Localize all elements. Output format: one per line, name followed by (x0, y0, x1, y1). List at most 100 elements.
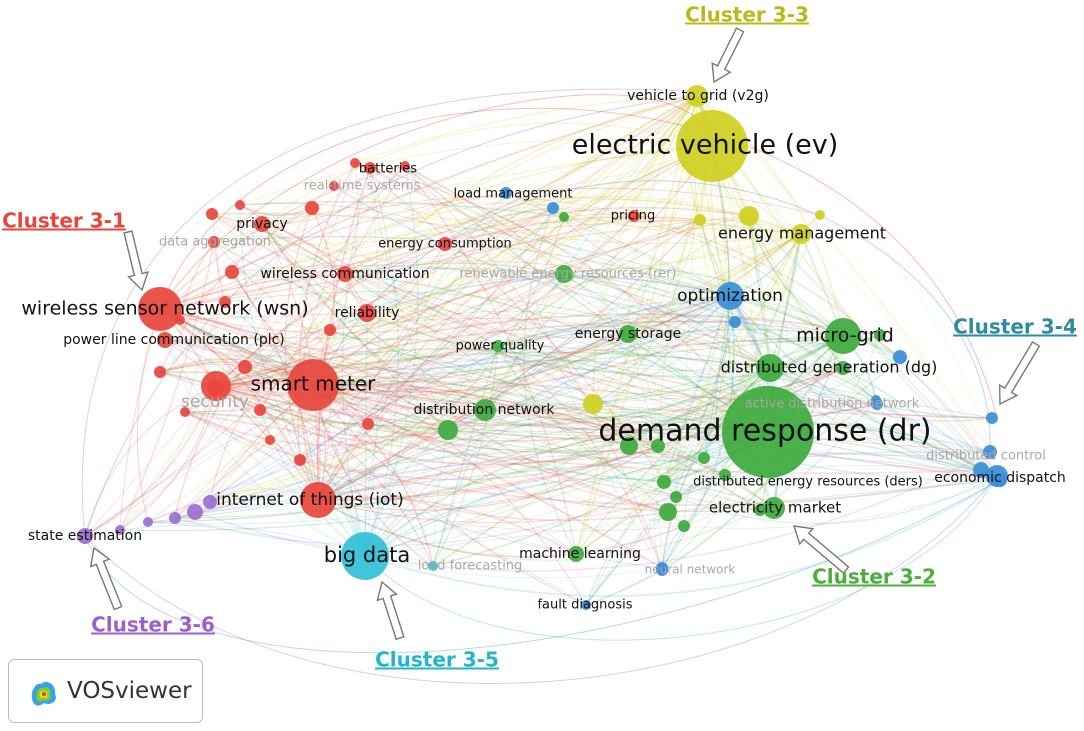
network-edge (575, 233, 802, 555)
network-edge (239, 139, 713, 206)
network-edge (333, 185, 736, 323)
network-edge (364, 431, 769, 557)
network-edge (159, 207, 554, 310)
network-edge (261, 165, 406, 225)
network-edge (769, 367, 998, 477)
network-edge (184, 411, 982, 474)
label-electricity-market: electricity market (709, 499, 841, 517)
network-edge (259, 359, 982, 471)
network-edge (364, 431, 769, 557)
network-edge (179, 185, 335, 321)
network-edge (675, 321, 736, 498)
network-edge (364, 427, 769, 557)
network-edge (312, 219, 701, 386)
network-edge (119, 241, 215, 531)
network-edge (711, 145, 878, 405)
network-node (694, 214, 706, 226)
network-edge (447, 389, 878, 431)
network-edge (179, 319, 771, 407)
network-edge (215, 310, 771, 387)
network-edge (84, 329, 331, 537)
network-edge (194, 233, 802, 513)
node-energy-consumption (438, 237, 452, 251)
node-wireless-communication (337, 266, 353, 282)
network-edge (209, 95, 698, 503)
network-edge (715, 321, 736, 476)
network-edge (667, 321, 736, 513)
network-edge (432, 95, 698, 567)
network-edge (215, 385, 434, 567)
network-edge (432, 345, 499, 567)
network-edge (585, 214, 821, 606)
cluster-arrow-icon (998, 340, 1041, 406)
network-edge (194, 451, 991, 572)
network-edge (259, 95, 698, 411)
network-edge (312, 145, 713, 386)
network-edge (159, 215, 750, 310)
network-edge (484, 409, 775, 509)
network-edge (159, 308, 630, 447)
network-edge (484, 219, 701, 411)
label-pricing: pricing (611, 209, 655, 224)
label-renewable-energy-resources-rer: renewable energy resources (rer) (460, 267, 677, 282)
network-node (559, 212, 569, 222)
network-edge (329, 329, 769, 433)
network-edge (432, 345, 499, 567)
network-edge (174, 273, 565, 519)
node-electric-vehicle-ev (676, 110, 748, 182)
network-edge (119, 431, 769, 532)
label-data-aggregation: data aggregation (159, 235, 271, 250)
cluster-label-cluster-3-1: Cluster 3-1 (2, 209, 126, 233)
network-edge (299, 95, 698, 461)
network-edge (261, 223, 321, 501)
network-node (235, 200, 245, 210)
network-edge (633, 215, 998, 477)
network-edge (209, 95, 698, 503)
network-edge (299, 321, 736, 461)
network-edge (215, 145, 713, 387)
network-edge (209, 329, 331, 503)
network-edge (174, 366, 246, 519)
network-edge (239, 204, 366, 557)
network-edge (592, 145, 713, 405)
network-node (698, 452, 710, 464)
network-node (294, 454, 306, 466)
node-privacy (254, 216, 270, 232)
network-edge (344, 273, 663, 571)
network-edge (497, 325, 771, 369)
network-edge (231, 264, 982, 471)
network-edge (215, 385, 630, 466)
node-power-line-communication-plc (157, 332, 173, 348)
network-edge (164, 339, 366, 557)
node-neural-network (656, 564, 668, 576)
network-edge (729, 295, 998, 477)
network-edge (661, 367, 771, 571)
network-edge (575, 233, 802, 555)
network-edge (484, 215, 750, 411)
network-node (973, 462, 989, 478)
network-edge (734, 321, 844, 369)
network-edge (663, 145, 726, 483)
network-node (719, 469, 731, 481)
network-edge (354, 162, 677, 498)
network-edge (159, 219, 802, 310)
network-edge (592, 145, 713, 405)
network-edge (505, 192, 731, 297)
label-electric-vehicle-ev: electric vehicle (ev) (572, 130, 839, 161)
network-edge (552, 207, 731, 297)
label-big-data: big data (324, 543, 410, 567)
node-internet-of-things-iot (300, 482, 336, 518)
network-edge (364, 475, 998, 641)
network-edge (329, 95, 698, 331)
network-edge (184, 301, 226, 413)
node-fault-diagnosis (581, 600, 591, 610)
network-edge (317, 207, 554, 501)
network-edge (432, 367, 771, 567)
network-edge (667, 479, 1001, 513)
network-edge (211, 213, 802, 274)
label-distribution-network: distribution network (413, 402, 555, 418)
vosviewer-logo-text: VOSviewer (67, 678, 192, 704)
label-active-distribution-network: active distribution network (745, 397, 920, 412)
network-edge (159, 233, 802, 373)
